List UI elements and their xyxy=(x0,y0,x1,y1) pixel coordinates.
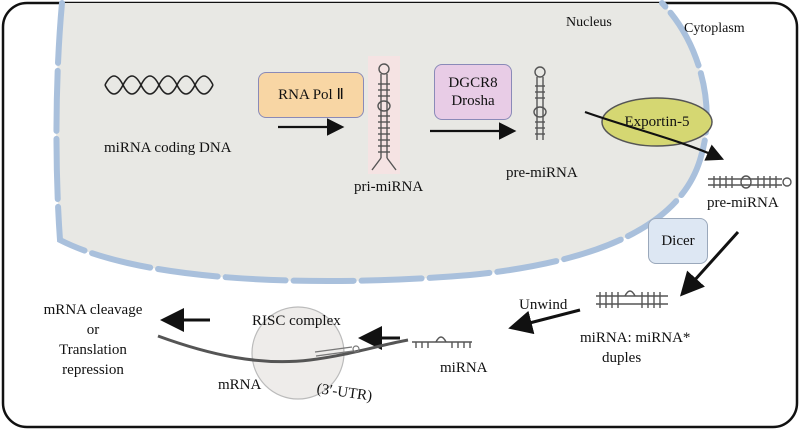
dicer-arrow xyxy=(679,230,740,297)
rna-pol-ii-box: RNA Pol Ⅱ xyxy=(258,72,364,118)
pri-mirna-label: pri-miRNA xyxy=(354,179,424,195)
dicer-box: Dicer xyxy=(648,218,708,264)
pre-mirna-cytoplasm-label: pre-miRNA xyxy=(707,195,779,211)
outcome-text: mRNA cleavage or Translation repression xyxy=(28,300,158,380)
duplex-label-line2: duples xyxy=(602,350,642,366)
rna-pol-ii-label: RNA Pol Ⅱ xyxy=(278,87,344,103)
dicer-label: Dicer xyxy=(661,233,695,249)
cytoplasm-label: Cytoplasm xyxy=(684,21,745,36)
pri-mirna-background xyxy=(368,56,400,174)
coding-dna-label: miRNA coding DNA xyxy=(104,140,232,156)
mrna-strand xyxy=(157,334,409,364)
mirna-label: miRNA xyxy=(440,360,488,376)
bound-mirna-icon xyxy=(314,345,360,357)
mirna-strand-icon xyxy=(412,336,472,348)
duplex-icon xyxy=(596,290,668,308)
pre-mirna-hairpin-icon xyxy=(533,66,547,140)
outcome-line-3: Translation xyxy=(59,342,127,358)
export-arrow xyxy=(584,110,725,161)
exportin-5-shape xyxy=(601,97,713,147)
pre-mirna-nucleus-label: pre-miRNA xyxy=(506,165,578,181)
duplex-label-line1: miRNA: miRNA* xyxy=(580,330,691,346)
dna-helix-icon xyxy=(104,75,214,95)
unwind-arrow xyxy=(508,308,581,335)
unwind-label: Unwind xyxy=(519,297,568,313)
dgcr8-label: DGCR8 xyxy=(448,75,498,91)
outcome-line-2: or xyxy=(86,322,100,338)
cytoplasm-pre-mirna-icon xyxy=(708,175,792,189)
exportin-5-label-wrap: Exportin-5 xyxy=(602,110,712,134)
drosha-box: DGCR8 Drosha xyxy=(434,64,512,120)
risc-complex-label: RISC complex xyxy=(252,313,341,329)
mrna-label: mRNA xyxy=(218,377,262,393)
drosha-label: Drosha xyxy=(451,93,495,109)
pri-mirna-hairpin-icon xyxy=(371,63,397,171)
outcome-line-4: repression xyxy=(62,362,124,378)
nucleus-label: Nucleus xyxy=(566,15,612,30)
outcome-line-1: mRNA cleavage xyxy=(43,302,143,318)
exportin-5-label: Exportin-5 xyxy=(624,114,690,130)
